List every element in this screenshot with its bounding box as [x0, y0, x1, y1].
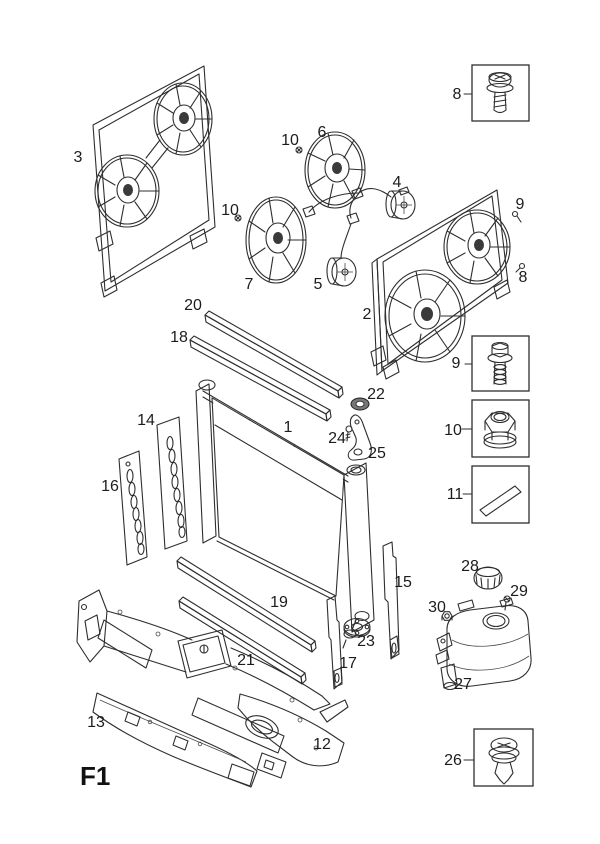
coolant-expansion-tank-part27 — [435, 597, 532, 691]
tank-cap-part28 — [473, 566, 503, 590]
fan-blade-part7 — [245, 196, 307, 284]
boxed-sealing-strip-part11 — [462, 465, 530, 524]
part-callout-6: 6 — [318, 124, 327, 141]
part-callout-22: 22 — [367, 386, 385, 403]
fan-blades — [97, 155, 160, 227]
boxed-screw-part8 — [463, 64, 530, 122]
side-seal-part15 — [382, 541, 400, 660]
part-callout-24: 24 — [328, 430, 346, 447]
part-callout-8: 8 — [453, 86, 462, 103]
fan-motor-part5 — [326, 257, 357, 287]
part-callout-1: 1 — [284, 419, 293, 436]
part-callout-14: 14 — [137, 412, 155, 429]
part-callout-30: 30 — [428, 599, 446, 616]
part-callout-10: 10 — [221, 202, 239, 219]
side-seal-part17 — [326, 595, 343, 690]
part-callout-29: 29 — [510, 583, 528, 600]
radiator-part1 — [195, 379, 375, 649]
radiator-seal-part19 — [176, 556, 317, 653]
part-callout-4: 4 — [393, 174, 402, 191]
part-callout-20: 20 — [184, 297, 202, 314]
radiator-seal-part20 — [204, 310, 344, 399]
part-callout-12: 12 — [313, 736, 331, 753]
part-callout-2: 2 — [363, 306, 372, 323]
figure-id-label: F1 — [80, 761, 110, 791]
part-callout-3: 3 — [74, 149, 83, 166]
part-callout-13: 13 — [87, 714, 105, 731]
radiator-seal-part18 — [189, 335, 332, 422]
nut-part30 — [441, 611, 453, 621]
fan-motor-part4 — [385, 186, 416, 220]
part-callout-16: 16 — [101, 478, 119, 495]
part-callout-5: 5 — [314, 276, 323, 293]
side-bracket-part16 — [118, 450, 148, 566]
part-callout-7: 7 — [245, 276, 254, 293]
fan-blade-part6 — [304, 131, 366, 209]
part-callout-25: 25 — [368, 445, 386, 462]
part-callout-17: 17 — [339, 655, 357, 672]
motor-wiring-harness — [302, 187, 392, 259]
part-callout-26: 26 — [444, 752, 462, 769]
air-baffle-part12 — [237, 693, 349, 779]
boxed-push-clip-part26 — [463, 728, 534, 787]
part-callout-27: 27 — [454, 676, 472, 693]
part-callout-15: 15 — [394, 574, 412, 591]
radiator-bracket-part25 — [347, 414, 372, 461]
part-callout-21: 21 — [237, 652, 255, 669]
part-callout-19: 19 — [270, 594, 288, 611]
part-callout-11: 11 — [447, 486, 464, 503]
boxed-nut-part10 — [461, 399, 530, 458]
fan-shroud-assembly-part3 — [92, 65, 216, 298]
boxed-bolt-part9 — [464, 335, 530, 392]
part-callout-23: 23 — [357, 633, 375, 650]
side-bracket-part14 — [156, 416, 188, 550]
part-callout-10: 10 — [281, 132, 299, 149]
part-callout-18: 18 — [170, 329, 188, 346]
part-callout-8: 8 — [519, 269, 528, 286]
fan-shroud-assembly-part2 — [370, 189, 511, 380]
part-callout-9: 9 — [452, 355, 461, 372]
part-callout-10: 10 — [444, 422, 462, 439]
air-baffle-part13 — [92, 692, 258, 788]
radiator-mount-grommet-part22 — [350, 397, 370, 411]
radiator-lower-mount-part23 — [343, 617, 371, 638]
fan-blades — [156, 83, 213, 155]
part-callout-28: 28 — [461, 558, 479, 575]
screw-icon — [234, 146, 526, 611]
part-callout-9: 9 — [516, 196, 525, 213]
front-panel-grille — [76, 589, 331, 754]
